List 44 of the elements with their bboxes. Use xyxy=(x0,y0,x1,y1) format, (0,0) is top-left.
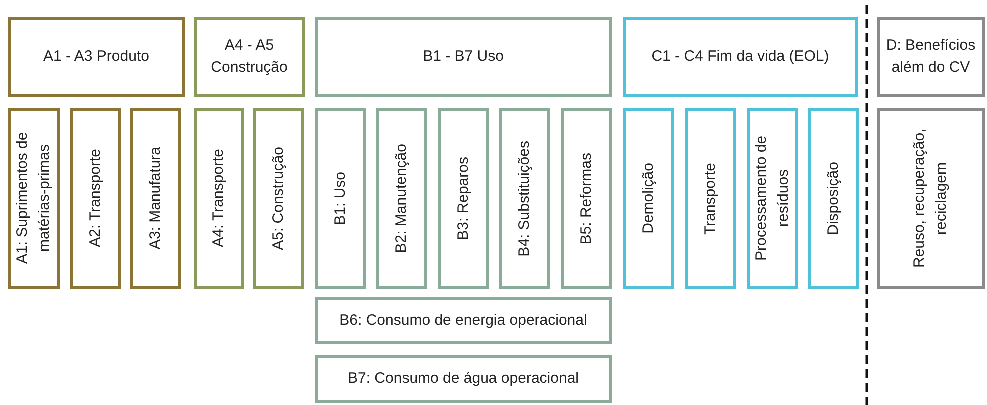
module-box xyxy=(253,108,304,289)
stage-label: B5: Reformas xyxy=(576,152,596,244)
stage-header-box xyxy=(194,17,305,97)
stage-label: A3: Manufatura xyxy=(146,147,165,250)
module-box xyxy=(808,108,859,289)
module-box xyxy=(8,108,60,289)
stage-label: A5: Construção xyxy=(268,146,288,250)
module-box xyxy=(561,108,612,289)
stage-label: Reuso, recuperação, reciclagem xyxy=(910,128,951,270)
module-box xyxy=(438,108,489,289)
stage-label: B4: Substituições xyxy=(514,140,534,256)
module-box xyxy=(376,108,427,289)
stage-label: Processamento de resíduos xyxy=(752,134,792,264)
stage-label: B6: Consumo de energia operacional xyxy=(338,310,588,331)
stage-label: D: Benefícios além do CV xyxy=(885,36,977,78)
stage-label: B1 - B7 Uso xyxy=(422,47,505,68)
stage-label: C1 - C4 Fim da vida (EOL) xyxy=(650,47,830,68)
stage-header-box xyxy=(877,17,985,97)
stage-header-box xyxy=(8,17,185,97)
module-box xyxy=(877,108,985,289)
module-box xyxy=(685,108,736,289)
module-box xyxy=(315,108,366,289)
module-box xyxy=(194,108,244,289)
module-box xyxy=(130,108,181,289)
stage-label: A1: Suprimentos de matérias-primas xyxy=(13,132,54,266)
stage-label: B7: Consumo de água operacional xyxy=(347,369,580,390)
stage-label: A4: Transporte xyxy=(209,149,228,248)
module-box xyxy=(499,108,550,289)
module-box xyxy=(315,355,612,403)
stage-label: A4 - A5 Construção xyxy=(210,36,289,78)
stage-label: Demolição xyxy=(638,163,658,234)
module-box xyxy=(70,108,121,289)
stage-label: A1 - A3 Produto xyxy=(42,47,150,68)
stage-header-box xyxy=(315,17,612,97)
stage-label: A2: Transporte xyxy=(86,149,105,248)
stage-label: B2: Manutenção xyxy=(392,144,411,254)
module-box xyxy=(747,108,798,289)
module-box xyxy=(315,297,612,344)
module-box xyxy=(623,108,674,289)
stage-label: Disposição xyxy=(824,162,843,236)
stage-label: B3: Reparos xyxy=(454,156,473,240)
stage-label: Transporte xyxy=(700,162,720,234)
stage-label: B1: Uso xyxy=(330,172,350,226)
stage-header-box xyxy=(623,17,858,97)
